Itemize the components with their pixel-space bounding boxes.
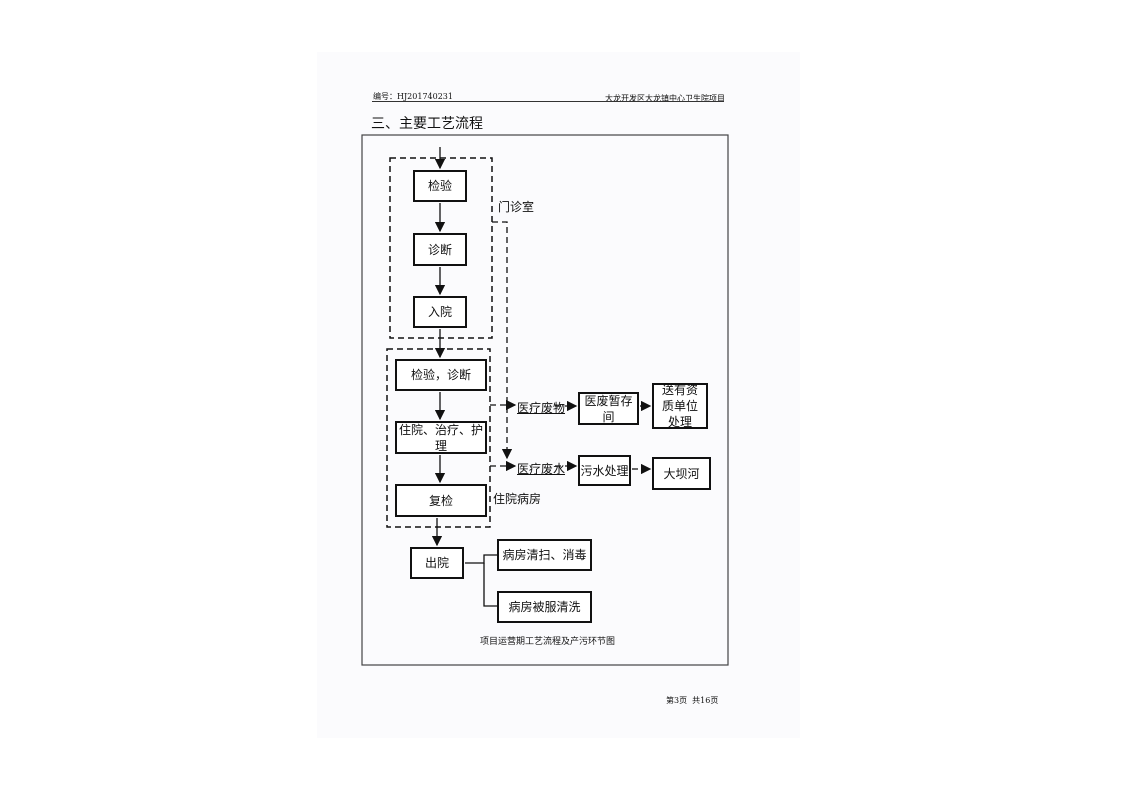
ward-cleaning-box: 病房清扫、消毒 bbox=[497, 539, 592, 571]
page-footer: 第3页 共16页 bbox=[666, 696, 719, 705]
wastewater-label: 医疗废水 bbox=[517, 462, 566, 476]
step-diagnosis: 诊断 bbox=[413, 233, 467, 266]
step-recheck: 复检 bbox=[395, 484, 487, 517]
header-rule bbox=[372, 101, 724, 102]
project-name: 大龙开发区大龙镇中心卫生院项目 bbox=[605, 94, 725, 103]
bedding-washing-box: 病房被服清洗 bbox=[497, 591, 592, 623]
document-page bbox=[317, 52, 800, 738]
river-box: 大坝河 bbox=[652, 457, 711, 490]
step-admission: 入院 bbox=[413, 296, 467, 328]
outpatient-label: 门诊室 bbox=[498, 200, 535, 214]
inpatient-label: 住院病房 bbox=[493, 492, 542, 506]
doc-number: 编号：HJ201740231 bbox=[373, 92, 453, 101]
section-title: 三、主要工艺流程 bbox=[371, 116, 483, 132]
step-inspection: 检验 bbox=[413, 170, 467, 202]
medical-waste-label: 医疗废物 bbox=[517, 401, 566, 415]
step-inspection-diagnosis: 检验，诊断 bbox=[395, 359, 487, 391]
waste-storage-box: 医废暂存间 bbox=[578, 392, 639, 425]
figure-caption: 项目运营期工艺流程及产污环节图 bbox=[480, 637, 616, 647]
step-discharge: 出院 bbox=[410, 547, 464, 579]
step-treatment-care: 住院、治疗、护理 bbox=[395, 421, 487, 454]
sewage-treatment-box: 污水处理 bbox=[578, 455, 631, 486]
waste-disposal-box: 送有资质单位处理 bbox=[652, 383, 708, 429]
